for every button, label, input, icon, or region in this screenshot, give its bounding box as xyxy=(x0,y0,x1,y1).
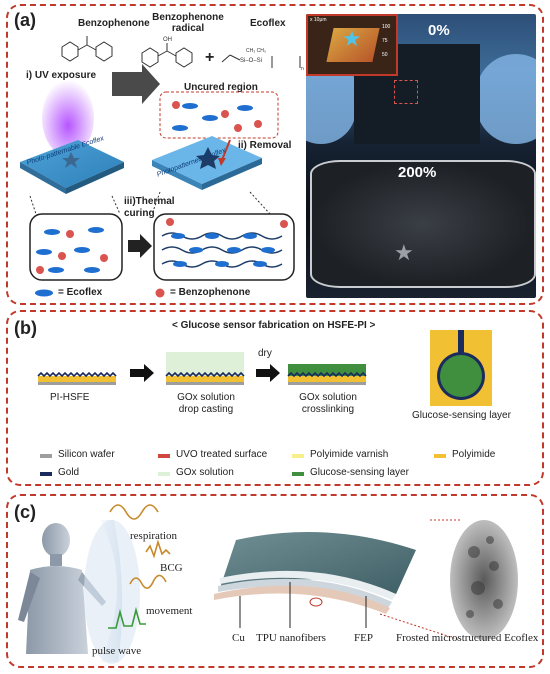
inset-tick-2: 50 xyxy=(382,52,388,58)
panel-a-label: (a) xyxy=(14,10,36,30)
legend-gox-swatch xyxy=(158,472,170,476)
layer-ecoflex-label: Frosted microstructured Ecoflex xyxy=(396,632,539,644)
inset-tick-1: 75 xyxy=(382,38,388,44)
legend-silicon-swatch xyxy=(40,454,52,458)
zoom-target-box xyxy=(394,80,418,104)
layer-fep-label: FEP xyxy=(354,632,373,644)
legend-uvo-swatch xyxy=(158,454,170,458)
signal-pulse-wave: pulse wave xyxy=(92,645,142,657)
stretched-star: ★ xyxy=(394,240,414,265)
uv-exposure-label: i) UV exposure xyxy=(26,70,97,81)
inset-tick-0: 100 xyxy=(382,24,391,30)
strain-200-label: 200% xyxy=(398,164,437,181)
dry-label: dry xyxy=(258,348,272,359)
legend-gold-swatch xyxy=(40,472,52,476)
layer-cu-label: Cu xyxy=(232,632,245,644)
panel-c-label: (c) xyxy=(14,502,36,522)
legend-silicon-label: Silicon wafer xyxy=(58,449,115,460)
benzophenone-label: Benzophenone xyxy=(78,18,150,29)
sensor-layer-label: Glucose-sensing layer xyxy=(412,410,511,421)
ecoflex-label: Ecoflex xyxy=(250,18,286,29)
inset-scale-label: x 10μm xyxy=(310,17,327,23)
step-gox-crosslink-label: GOx solution crosslinking xyxy=(299,392,357,415)
legend-benzophenone-label: = Benzophenone xyxy=(170,287,251,298)
legend-glucose-label: Glucose-sensing layer xyxy=(310,467,409,478)
panel-b-title: < Glucose sensor fabrication on HSFE-PI … xyxy=(172,320,376,331)
inset-3d-map: ★ x 10μm 100 75 50 xyxy=(306,14,398,76)
glove-right xyxy=(476,54,536,144)
signal-bcg: BCG xyxy=(160,562,183,574)
layer-tpu-label: TPU nanofibers xyxy=(256,632,326,644)
legend-polyimide-swatch xyxy=(434,454,446,458)
strain-0-label: 0% xyxy=(428,22,450,39)
legend-ecoflex-label: = Ecoflex xyxy=(58,287,103,298)
stretch-photo: ★ ★ x 10μm 100 75 50 0% 200% xyxy=(306,14,536,298)
panel-c xyxy=(6,494,544,668)
signal-movement: movement xyxy=(146,605,193,617)
panel-b-label: (b) xyxy=(14,318,37,338)
legend-varnish-label: Polyimide varnish xyxy=(310,449,389,460)
legend-gold-label: Gold xyxy=(58,467,80,478)
step-gox-drop-label: GOx solution drop casting xyxy=(177,392,235,415)
benzophenone-radical-label: Benzophenone radical xyxy=(152,12,224,34)
legend-glucose-swatch xyxy=(292,472,304,476)
removal-label: ii) Removal xyxy=(238,140,292,151)
legend-polyimide-label: Polyimide xyxy=(452,449,496,460)
legend-varnish-swatch xyxy=(292,454,304,458)
inset-star-icon: ★ xyxy=(342,26,362,51)
panel-b xyxy=(6,310,544,486)
uncured-region-label: Uncured region xyxy=(184,82,258,93)
panel-a xyxy=(6,4,544,305)
step-pi-hsfe-label: PI-HSFE xyxy=(50,392,90,403)
thermal-curing-label: iii)Thermal curing xyxy=(124,196,175,219)
film-strip-200 xyxy=(310,160,536,288)
legend-gox-label: GOx solution xyxy=(176,467,234,478)
legend-uvo-label: UVO treated surface xyxy=(176,449,268,460)
signal-respiration: respiration xyxy=(130,530,178,542)
